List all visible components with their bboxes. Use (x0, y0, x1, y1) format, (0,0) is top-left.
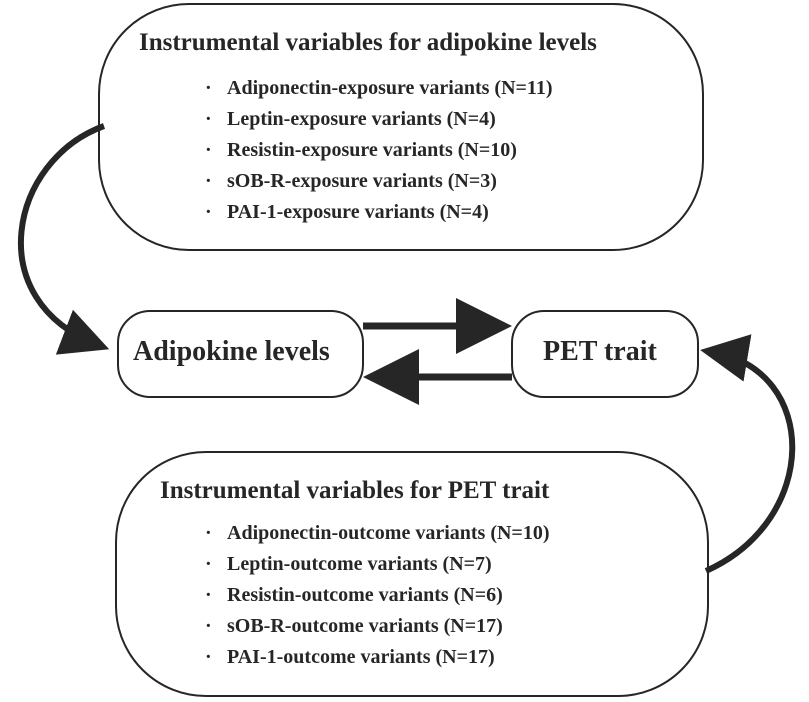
top-box-item-text: PAI-1-exposure variants (N=4) (227, 201, 489, 223)
bullet-glyph: · (205, 201, 212, 223)
pet-node-label: PET trait (543, 336, 657, 367)
top-box-item-text: Leptin-exposure variants (N=4) (227, 108, 496, 130)
outcome-curve-arrow (700, 334, 796, 574)
bottom-box-item-text: Adiponectin-outcome variants (N=10) (227, 522, 550, 544)
bottom-box-item: · Leptin-outcome variants (N=7) (205, 553, 492, 576)
bullet-glyph: · (205, 522, 212, 544)
bullet-glyph: · (205, 77, 212, 99)
top-box-item: · Adiponectin-exposure variants (N=11) (205, 77, 552, 100)
top-box-title: Instrumental variables for adipokine lev… (139, 29, 597, 56)
bullet-glyph: · (205, 615, 212, 637)
bottom-box-item: · Resistin-outcome variants (N=6) (205, 584, 503, 607)
bullet-glyph: · (205, 170, 212, 192)
bullet-glyph: · (205, 646, 212, 668)
top-box-item: · Leptin-exposure variants (N=4) (205, 108, 496, 131)
top-box-item-text: Adiponectin-exposure variants (N=11) (227, 77, 553, 99)
bottom-instrument-box (115, 451, 709, 697)
bottom-box-item-text: PAI-1-outcome variants (N=17) (227, 646, 495, 668)
bottom-box-item-text: sOB-R-outcome variants (N=17) (227, 615, 503, 637)
bullet-glyph: · (205, 139, 212, 161)
top-box-item: · sOB-R-exposure variants (N=3) (205, 170, 497, 193)
bullet-glyph: · (205, 108, 212, 130)
bottom-box-title: Instrumental variables for PET trait (160, 477, 550, 504)
bottom-box-item-text: Leptin-outcome variants (N=7) (227, 553, 492, 575)
pet-node (511, 310, 699, 398)
top-box-item: · Resistin-exposure variants (N=10) (205, 139, 517, 162)
bottom-box-item: · Adiponectin-outcome variants (N=10) (205, 522, 549, 545)
bottom-box-item: · PAI-1-outcome variants (N=17) (205, 646, 495, 669)
bottom-box-item: · sOB-R-outcome variants (N=17) (205, 615, 503, 638)
top-box-item: · PAI-1-exposure variants (N=4) (205, 201, 489, 224)
bullet-glyph: · (205, 553, 212, 575)
bottom-box-item-text: Resistin-outcome variants (N=6) (227, 584, 503, 606)
adipokine-node-label: Adipokine levels (133, 336, 330, 367)
exposure-curve-arrow (17, 123, 110, 355)
bullet-glyph: · (205, 584, 212, 606)
top-box-item-text: sOB-R-exposure variants (N=3) (227, 170, 497, 192)
top-box-item-text: Resistin-exposure variants (N=10) (227, 139, 517, 161)
